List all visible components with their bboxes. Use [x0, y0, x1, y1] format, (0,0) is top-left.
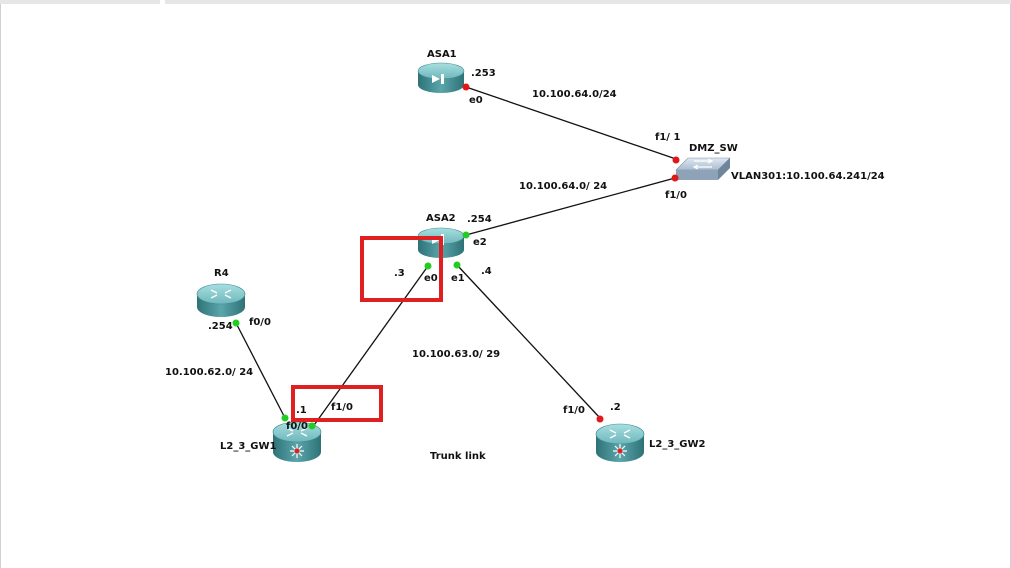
links	[235, 86, 677, 429]
network-label-asa2-gw: 10.100.63.0/ 29	[412, 349, 501, 360]
window-edge	[165, 0, 1011, 4]
device-label-asa2: ASA2	[426, 213, 456, 224]
link-asa2-gw1-trunk[interactable]	[311, 265, 429, 429]
link-asa1-dmz[interactable]	[465, 86, 677, 160]
port-status-dmz-f11	[672, 156, 680, 164]
port-indicators	[232, 83, 680, 430]
gw2-device[interactable]	[595, 423, 645, 462]
ip-label-r4: .254	[208, 321, 233, 332]
port-label-gw1-f10: f1/0	[331, 402, 353, 413]
ip-label-gw1: .1	[296, 405, 307, 416]
port-label-gw2-f10: f1/0	[563, 405, 585, 416]
port-status-asa2-e2	[462, 231, 470, 239]
gw1-device[interactable]	[272, 421, 322, 462]
port-label-asa1-e0: e0	[469, 95, 483, 106]
router-icon	[210, 289, 232, 299]
port-label-dmz-f10: f1/0	[665, 190, 687, 201]
port-status-r4-f00	[232, 319, 240, 327]
firewall-icon	[432, 74, 444, 84]
r4-device[interactable]	[196, 283, 246, 317]
highlight-box-asa2-e0	[360, 236, 443, 302]
ip-label-asa2-e1: .4	[481, 266, 492, 277]
device-label-r4: R4	[214, 268, 229, 279]
device-label-gw1: L2_3_GW1	[220, 441, 277, 452]
port-label-dmz-f11: f1/ 1	[655, 132, 681, 143]
switch-icon	[692, 158, 714, 170]
port-status-asa1-e0	[462, 83, 470, 91]
ip-label-asa1: .253	[471, 68, 496, 79]
ip-label-asa2-e0: .3	[394, 268, 405, 279]
link-asa2-dmz[interactable]	[465, 177, 676, 236]
ip-label-asa2-e2: .254	[467, 214, 492, 225]
asa1-device[interactable]	[417, 62, 465, 93]
network-label-r4-gw1: 10.100.62.0/ 24	[165, 367, 254, 378]
port-label-asa2-e0: e0	[424, 273, 438, 284]
window-edge	[0, 0, 160, 4]
port-status-gw1-f10	[308, 422, 316, 430]
port-status-gw1-f00	[281, 414, 289, 422]
network-label-asa1-dmz: 10.100.64.0/24	[532, 89, 617, 100]
port-label-r4-f00: f0/0	[249, 317, 271, 328]
port-label-asa2-e1: e1	[451, 273, 465, 284]
multilayer-switch-icon	[286, 427, 308, 458]
device-label-asa1: ASA1	[427, 49, 457, 60]
port-status-dmz-f10	[671, 174, 679, 182]
link-r4-gw1[interactable]	[235, 322, 286, 419]
window-border	[0, 4, 1, 568]
dmz-sw-device[interactable]	[675, 157, 731, 180]
multilayer-switch-icon	[609, 429, 631, 458]
network-label-asa2-dmz: 10.100.64.0/ 24	[519, 181, 608, 192]
port-status-asa2-e1	[453, 261, 461, 269]
ip-label-gw2: .2	[610, 402, 621, 413]
highlight-box-gw1-f10	[291, 385, 383, 422]
device-label-gw2: L2_3_GW2	[649, 439, 706, 450]
device-label-dmz-sw: DMZ_SW	[689, 143, 738, 154]
port-label-gw1-f00: f0/0	[286, 421, 308, 432]
link-asa2-gw2[interactable]	[456, 264, 601, 419]
vlan-label: VLAN301:10.100.64.241/24	[731, 171, 885, 182]
trunk-link-label: Trunk link	[430, 451, 486, 462]
port-status-gw2-f10	[596, 415, 604, 423]
port-status-asa2-e0	[424, 262, 432, 270]
port-label-asa2-e2: e2	[473, 237, 487, 248]
